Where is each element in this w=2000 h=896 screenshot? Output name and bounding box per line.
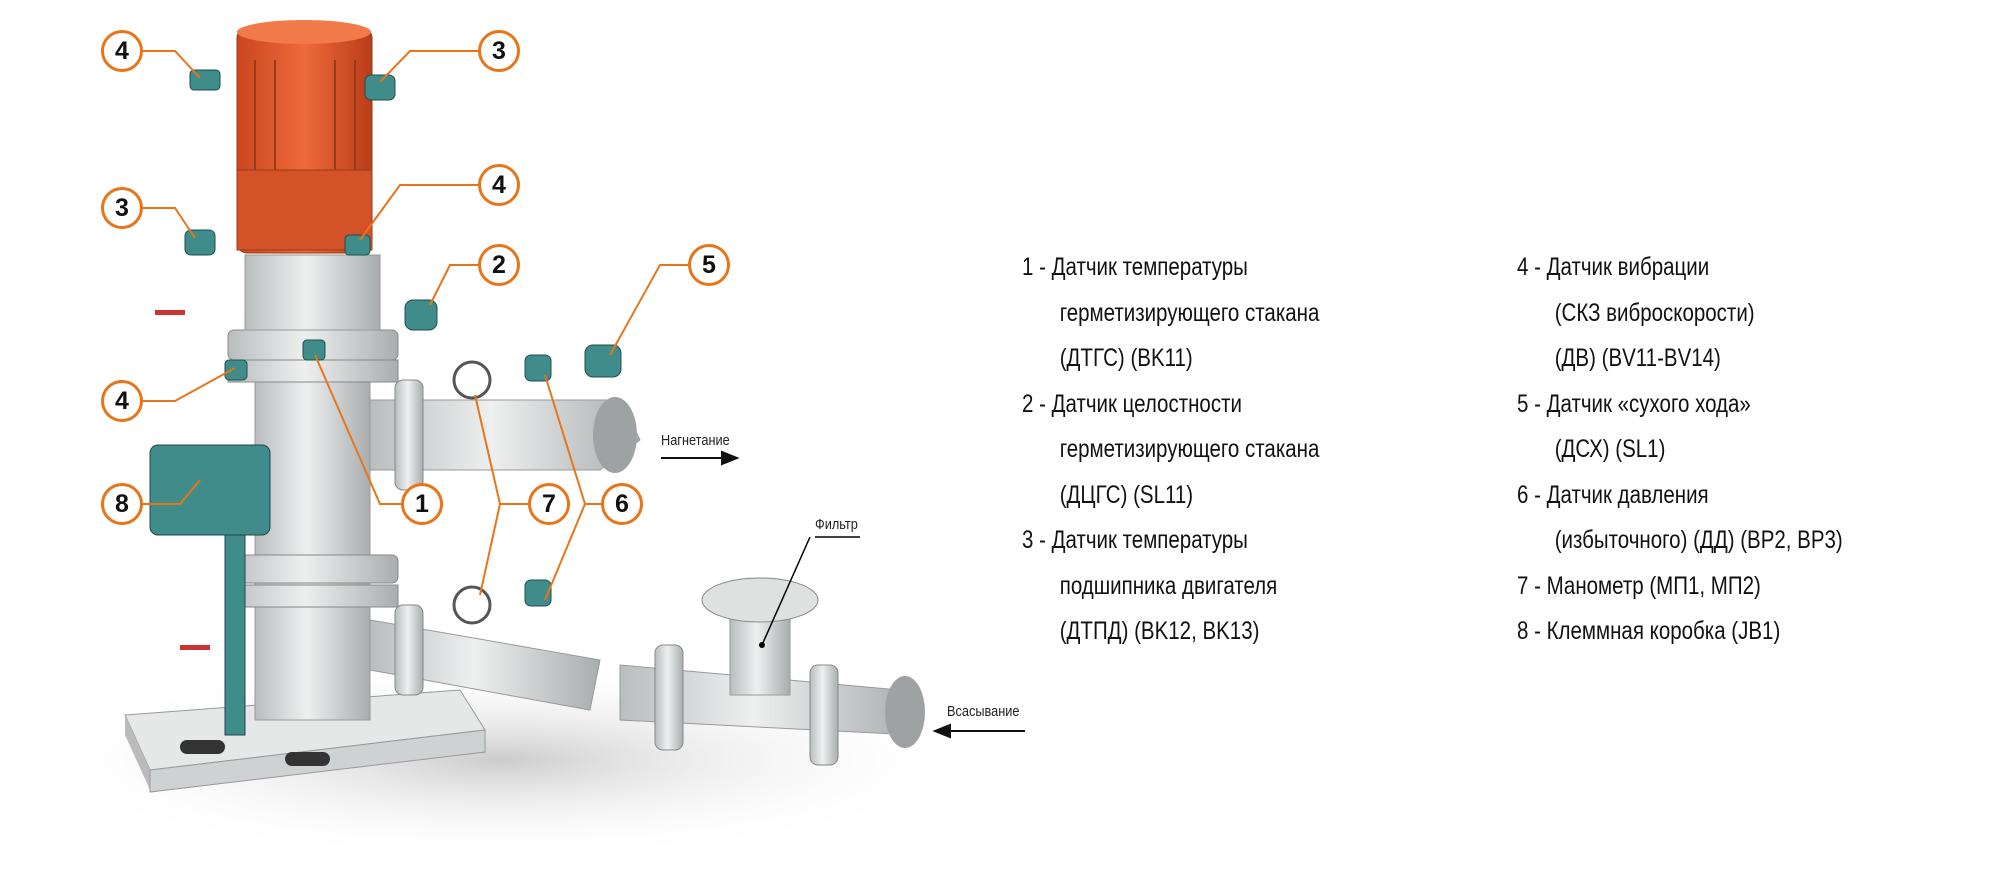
callout-4-vibration-motor: 4 <box>478 164 520 206</box>
pump-column <box>227 254 399 721</box>
legend-column-2: 4 - Датчик вибрации(СКЗ виброскорости)(Д… <box>1517 245 1843 655</box>
callout-leaders <box>142 50 689 601</box>
base-frame <box>124 689 486 793</box>
callout-6-pressure: 6 <box>601 483 643 525</box>
discharge-pipe <box>369 379 641 491</box>
suction-pipe <box>369 604 925 766</box>
terminal-box <box>149 444 271 736</box>
suction-label: Всасывание <box>947 703 1020 720</box>
motor <box>236 20 373 254</box>
legend-item-8: 8 - Клеммная коробка (JB1) <box>1517 617 1781 645</box>
legend-item-5: 5 - Датчик «сухого хода»(ДСХ) (SL1) <box>1517 389 1751 464</box>
callout-4-vibration-column: 4 <box>101 380 143 422</box>
callout-8-terminal-box: 8 <box>101 483 143 525</box>
manometers <box>452 360 492 625</box>
callout-2-integrity: 2 <box>478 244 520 286</box>
discharge-label: Нагнетание <box>661 432 730 449</box>
callout-7-manometer: 7 <box>528 483 570 525</box>
discharge-arrow <box>661 450 740 466</box>
ball-valves <box>155 310 210 650</box>
suction-arrow <box>932 723 1025 739</box>
filter-body <box>701 536 860 696</box>
callout-1-seal-temp: 1 <box>401 483 443 525</box>
filter-label: Фильтр <box>815 516 858 533</box>
legend-item-4: 4 - Датчик вибрации(СКЗ виброскорости)(Д… <box>1517 253 1755 372</box>
callout-3-bearing-temp-top: 3 <box>478 30 520 72</box>
callout-3-bearing-temp-bottom: 3 <box>101 187 143 229</box>
legend-item-7: 7 - Манометр (МП1, МП2) <box>1517 571 1761 600</box>
callout-5-dry-run: 5 <box>688 244 730 286</box>
callout-4-vibration-top: 4 <box>101 30 143 72</box>
legend-item-6: 6 - Датчик давления(избыточного) (ДД) (B… <box>1517 480 1843 555</box>
